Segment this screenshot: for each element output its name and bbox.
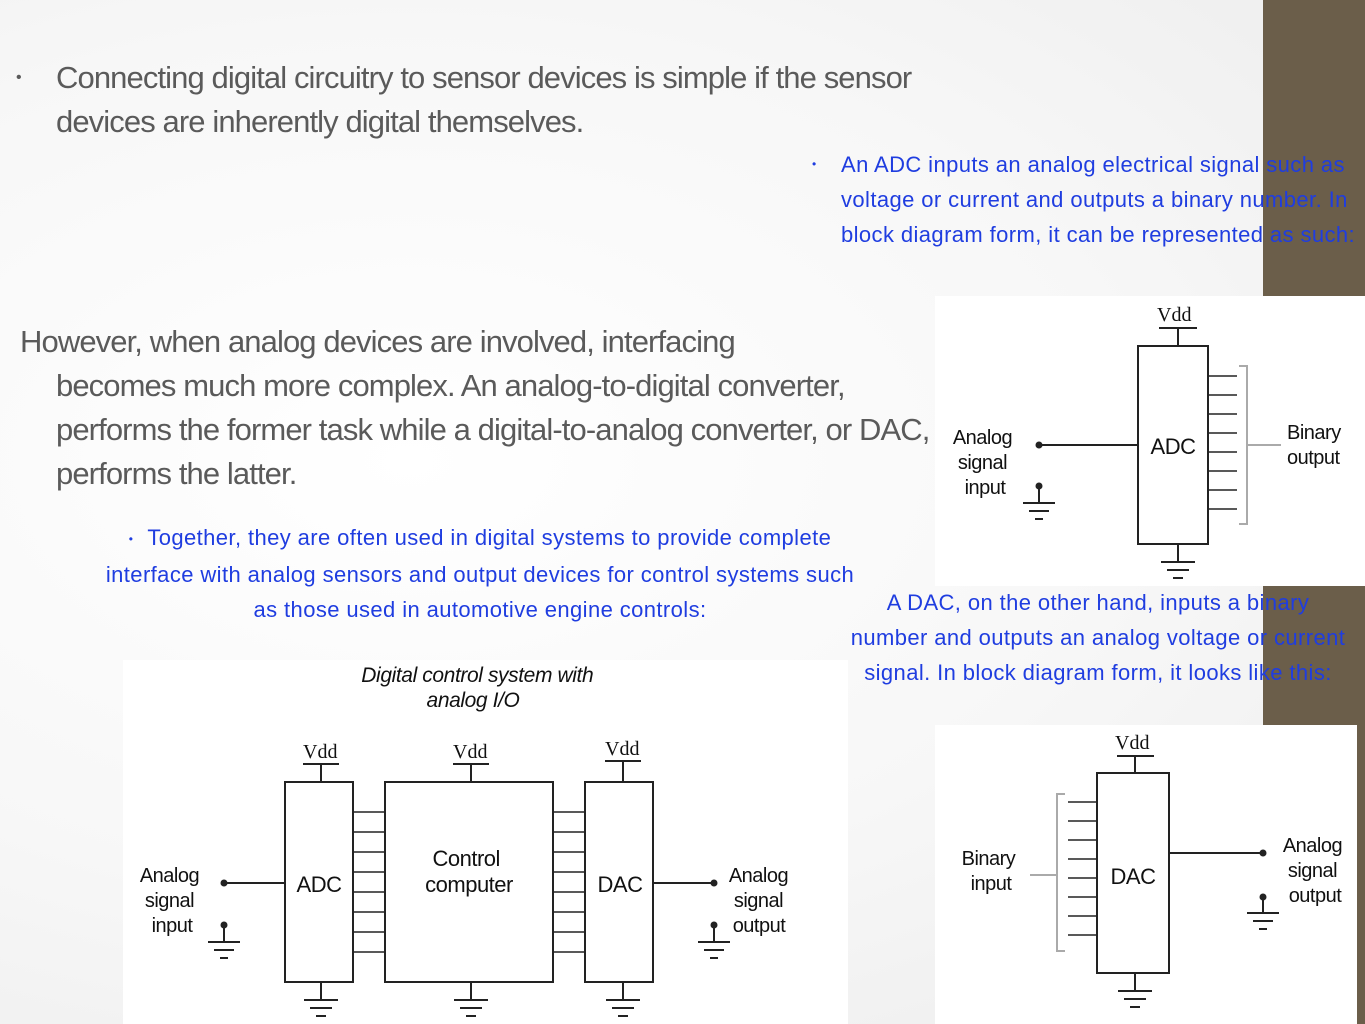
- adc-note-text: An ADC inputs an analog electrical signa…: [841, 152, 1356, 247]
- bullet-dot: •: [128, 531, 134, 546]
- dac-vdd-label: Vdd: [605, 738, 639, 760]
- adc-input-label: Analog signal input: [953, 427, 1017, 499]
- computer-vdd-label: Vdd: [453, 741, 487, 763]
- bullet-main: • Connecting digital circuitry to sensor…: [16, 56, 936, 144]
- dac-note: A DAC, on the other hand, inputs a binar…: [850, 590, 1346, 685]
- system-input-label: Analog signal input: [140, 865, 204, 937]
- adc-vdd-label: Vdd: [303, 741, 337, 763]
- control-system-diagram: Digital control system with analog I/O V…: [123, 660, 848, 1024]
- system-adc-label: ADC: [297, 872, 343, 897]
- control-computer-block: [384, 781, 554, 983]
- bullet-dot: •: [812, 157, 817, 171]
- adc-diagram: Vdd ADC Binary output Analog signal: [935, 296, 1365, 586]
- adc-output-label: Binary output: [1287, 422, 1346, 469]
- bullet-dot: •: [16, 69, 22, 86]
- interfacing-paragraph: However, when analog devices are involve…: [20, 320, 930, 496]
- adc-vdd-label: Vdd: [1157, 304, 1191, 326]
- dac-output-label: Analog signal output: [1283, 835, 1347, 907]
- adc-block-label: ADC: [1151, 434, 1197, 459]
- system-dac-label: DAC: [598, 872, 644, 897]
- bullet-main-text: Connecting digital circuitry to sensor d…: [56, 60, 912, 139]
- dac-diagram: Vdd DAC Binary input Analog signal: [935, 725, 1357, 1024]
- paragraph-rest: becomes much more complex. An analog-to-…: [56, 368, 930, 491]
- control-computer-label: Control computer: [425, 846, 513, 897]
- together-note-text: Together, they are often used in digital…: [105, 525, 855, 622]
- adc-note: • An ADC inputs an analog electrical sig…: [812, 147, 1357, 252]
- dac-block-label: DAC: [1111, 864, 1157, 889]
- dac-vdd-label: Vdd: [1115, 732, 1149, 754]
- dac-block: [1096, 772, 1170, 974]
- together-note: •Together, they are often used in digita…: [105, 520, 855, 627]
- system-diagram-title: Digital control system with analog I/O: [361, 664, 598, 712]
- dac-input-label: Binary input: [962, 848, 1021, 895]
- system-output-label: Analog signal output: [729, 865, 793, 937]
- paragraph-first-line: However, when analog devices are involve…: [20, 324, 736, 359]
